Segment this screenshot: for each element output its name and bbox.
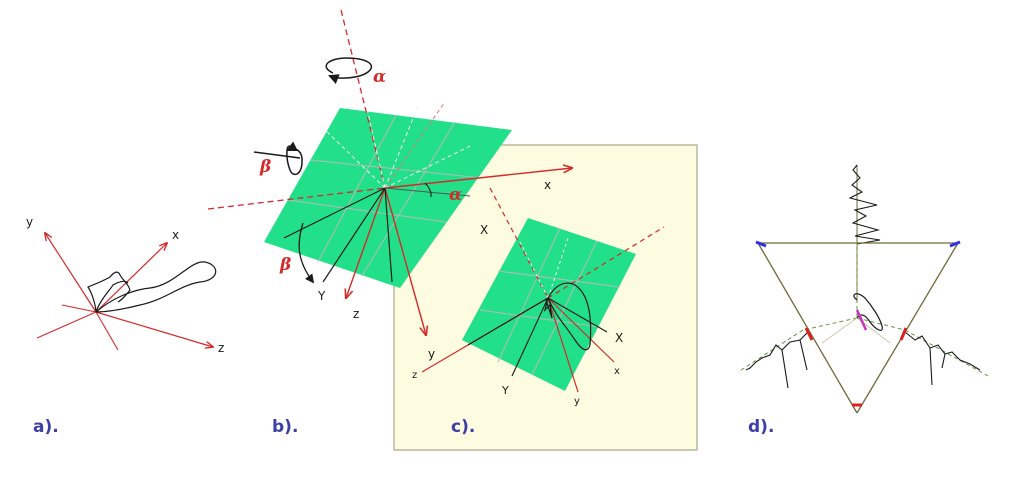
grid-line-b4 [287,199,447,223]
trajectory-curve-c [543,282,592,351]
dashed-ray-c1 [547,237,569,299]
axis-label-x-b: x [544,178,551,192]
axis-label-y-a: y [26,215,33,229]
left-spike-trace [745,331,809,389]
vertical-spike-trace [848,164,881,245]
beta-arc-lower [298,222,315,284]
dashed-ray-b2 [364,99,386,189]
panel-label-d: d). [748,417,774,437]
dashed-ray-b5 [384,145,471,189]
black-line-c1 [467,297,549,346]
panel-b: α α β β x z Y b). [207,9,572,437]
axis-label-Y-b: Y [317,289,326,303]
axis-label-x-a: x [172,228,179,242]
alpha-angle-arc [424,182,432,198]
axis-y-a [45,233,97,313]
black-line-b2 [322,187,386,283]
axis-z-a [95,311,213,347]
axis-label-y-large-c: y [428,347,435,361]
axis-z-b [346,187,386,298]
central-trajectory-d [853,293,883,331]
grid-line-b3 [309,159,483,179]
mid-left-red [804,327,814,341]
dashed-ray-b3 [384,105,419,189]
central-magenta-segment [855,309,868,331]
beta-label-lower: β [279,255,291,275]
vertex-top-left [755,240,767,248]
inner-gray-1 [821,317,858,344]
axis-x-a [95,243,167,313]
rotation-beta-icon [286,141,303,176]
black-line-b4 [384,187,471,197]
beta-label-left: β [259,157,271,177]
grid-line-b1 [317,114,397,263]
rotation-alpha-icon [325,57,373,84]
dashed-outer-left [737,329,804,373]
panel-label-b: b). [272,417,298,437]
axis-label-X-small-c: X [615,331,623,345]
alpha-label-angle: α [449,185,462,205]
grid-line-c4 [479,309,601,328]
axis-x-c [547,297,615,363]
vertex-top-right [949,240,961,248]
axis-neg-a3 [61,304,97,313]
trajectory-curve-a [87,261,217,313]
panel-c: X y X x y z Y c). [412,187,665,437]
dashed-inner-2 [802,317,858,331]
mid-right-red [899,327,908,341]
axis-label-z-small-c: z [412,370,417,381]
triangle-right-edge [856,242,959,414]
axis-label-Y-small-c: Y [501,384,509,397]
axis-label-y-small-c: y [574,396,580,407]
beta-axis-tick [253,151,301,159]
axis-y-c [547,297,579,393]
axis-label-x-small-c: x [614,366,620,377]
axis-x-b [384,168,572,189]
axis-neg-a1 [95,311,119,351]
dashed-ray-b1 [384,101,446,189]
alpha-label-top: α [373,67,386,87]
panel-label-c: c). [451,417,475,437]
dashed-ray-c2 [519,241,549,299]
panel-a: y x z a). [26,215,224,437]
grid-line-c3 [497,270,621,288]
grid-line-c1 [497,227,561,363]
black-line-b3 [384,187,393,283]
rotation-plane-c [462,218,636,391]
dashed-axis-c2 [547,226,665,299]
axis-label-X-large-c: X [480,223,488,237]
right-spike-trace [904,331,981,386]
axis-label-z-a: z [218,341,224,355]
axis-c-x-b [384,187,426,335]
axis-neg-a2 [36,311,97,339]
panel-label-a: a). [33,417,59,437]
grid-line-b2 [361,121,456,277]
black-line-c2 [511,297,549,377]
dashed-ray-b4 [319,124,386,189]
black-line-c3 [547,297,608,333]
rotation-axis-alpha [340,9,386,189]
panel-d: d). [737,164,991,437]
axis-label-z-b: z [353,307,359,321]
